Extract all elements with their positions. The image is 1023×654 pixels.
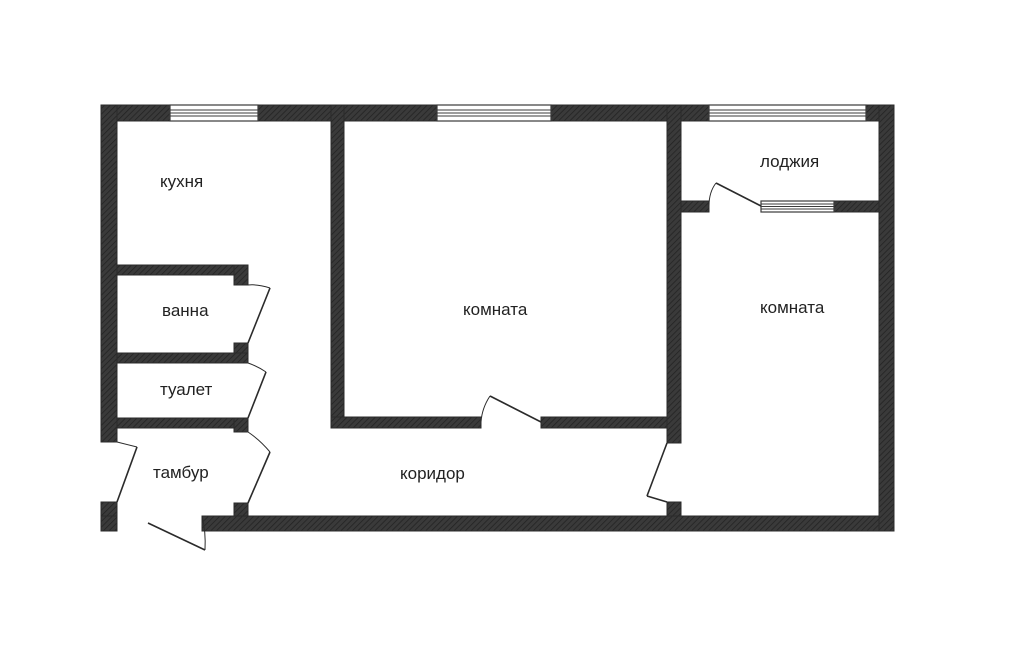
wall-room-center-bottom-left bbox=[330, 416, 482, 429]
wall-room-center-right bbox=[666, 104, 682, 444]
wall-vestibule-jamb-top bbox=[233, 417, 249, 433]
wall-room-right-door-jamb bbox=[666, 501, 682, 517]
label-loggia: лоджия bbox=[760, 152, 819, 171]
wall-room-center-left bbox=[330, 104, 345, 429]
door-bathroom bbox=[247, 284, 271, 344]
door-entrance bbox=[116, 441, 206, 551]
door-room-right bbox=[646, 442, 668, 503]
window-loggia-inner bbox=[760, 200, 835, 213]
window-kitchen bbox=[169, 104, 259, 122]
wall-left-upper bbox=[100, 104, 118, 443]
wall-bottom bbox=[201, 515, 895, 532]
windows bbox=[169, 104, 867, 213]
label-kitchen: кухня bbox=[160, 172, 203, 191]
window-loggia bbox=[708, 104, 867, 122]
label-toilet: туалет bbox=[160, 380, 213, 399]
label-vestibule: тамбур bbox=[153, 463, 209, 482]
wall-bath-toilet bbox=[116, 352, 249, 364]
label-corridor: коридор bbox=[400, 464, 465, 483]
wall-loggia-left-stub bbox=[680, 200, 710, 213]
doors bbox=[116, 182, 762, 551]
door-loggia bbox=[708, 182, 762, 207]
room-labels: кухня ванна туалет тамбур коридор комнат… bbox=[153, 152, 825, 483]
label-bathroom: ванна bbox=[162, 301, 209, 320]
wall-room-center-bottom-right bbox=[540, 416, 682, 429]
wall-bath-door-jamb-top bbox=[233, 264, 249, 286]
interior-walls bbox=[116, 104, 880, 517]
label-room-right: комната bbox=[760, 298, 825, 317]
window-room-center bbox=[436, 104, 552, 122]
door-toilet bbox=[247, 362, 267, 419]
wall-kitchen-bath bbox=[116, 264, 249, 276]
wall-toilet-vestibule bbox=[116, 417, 249, 429]
wall-bottom-left-stub bbox=[100, 515, 118, 532]
door-vestibule bbox=[247, 431, 271, 504]
label-room-center: комната bbox=[463, 300, 528, 319]
wall-loggia-right-stub bbox=[833, 200, 880, 213]
wall-right bbox=[878, 104, 895, 532]
door-room-center bbox=[480, 395, 542, 423]
wall-vestibule-jamb-bottom bbox=[233, 502, 249, 517]
